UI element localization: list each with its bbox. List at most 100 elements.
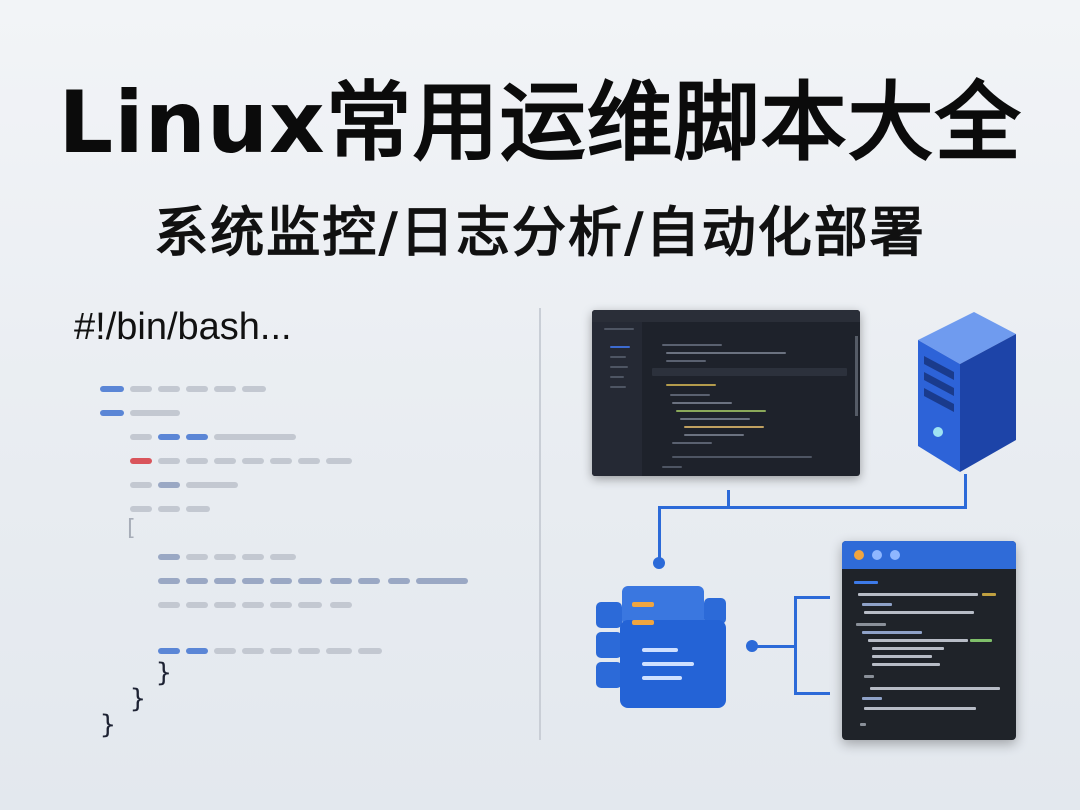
- code-close-brace: }: [156, 658, 172, 688]
- connector-line: [964, 474, 967, 508]
- connector-node: [746, 640, 758, 652]
- code-token: [270, 554, 296, 560]
- code-token: [130, 386, 152, 392]
- code-token: [270, 602, 292, 608]
- connector-line: [794, 596, 830, 599]
- connector-line: [794, 692, 830, 695]
- code-token: [270, 578, 292, 584]
- code-token: [186, 386, 208, 392]
- editor-line: [662, 466, 682, 468]
- code-token: [186, 602, 208, 608]
- terminal-line: [864, 611, 974, 614]
- code-token: [242, 458, 264, 464]
- code-token: [158, 458, 180, 464]
- editor-line: [666, 384, 716, 386]
- terminal-line: [862, 697, 882, 700]
- code-token: [186, 506, 210, 512]
- window-dot-icon: [854, 550, 864, 560]
- code-token: [186, 482, 238, 488]
- code-token: [298, 602, 322, 608]
- terminal-line: [864, 675, 874, 678]
- code-editor-window-icon: [592, 310, 860, 476]
- editor-line: [680, 418, 750, 420]
- code-token: [100, 410, 124, 416]
- page-title: Linux常用运维脚本大全: [58, 73, 1022, 173]
- code-token: [214, 578, 236, 584]
- vertical-divider: [539, 308, 541, 740]
- editor-line: [672, 402, 732, 404]
- connector-line: [658, 506, 661, 560]
- code-token: [298, 578, 322, 584]
- editor-line: [604, 328, 634, 330]
- code-token: [214, 434, 296, 440]
- editor-line: [672, 442, 712, 444]
- connector-line: [727, 490, 730, 508]
- code-token: [100, 386, 124, 392]
- editor-scrollbar: [855, 336, 858, 416]
- code-token: [358, 578, 380, 584]
- code-token: [298, 458, 320, 464]
- code-token: [326, 458, 352, 464]
- terminal-line: [862, 603, 892, 606]
- terminal-line: [854, 581, 878, 584]
- code-token: [130, 434, 152, 440]
- shebang-line: #!/bin/bash...: [74, 306, 292, 348]
- editor-line: [684, 426, 764, 428]
- code-token: [214, 458, 236, 464]
- editor-line: [610, 386, 626, 388]
- terminal-line: [872, 663, 940, 666]
- code-token: [242, 578, 264, 584]
- code-token: [242, 602, 264, 608]
- editor-line: [676, 410, 766, 412]
- code-token: [416, 578, 468, 584]
- terminal-line: [864, 707, 976, 710]
- code-token: [130, 482, 152, 488]
- code-token: [330, 578, 352, 584]
- code-close-brace: }: [130, 684, 146, 714]
- server-tower-icon: [918, 312, 1016, 472]
- terminal-line: [870, 687, 1000, 690]
- code-token: [158, 602, 180, 608]
- code-token: [242, 554, 264, 560]
- code-token: [158, 434, 180, 440]
- code-token: [242, 386, 266, 392]
- terminal-line: [970, 639, 992, 642]
- connector-line: [658, 506, 967, 509]
- code-token: [330, 602, 352, 608]
- code-token: [186, 554, 208, 560]
- editor-line: [684, 434, 744, 436]
- editor-menu-bar: [592, 310, 860, 322]
- code-token-error: [130, 458, 152, 464]
- editor-line: [610, 356, 626, 358]
- terminal-line: [868, 639, 968, 642]
- code-token: [186, 578, 208, 584]
- editor-line: [610, 346, 630, 348]
- code-token: [158, 386, 180, 392]
- page-subtitle: 系统监控/日志分析/自动化部署: [154, 201, 926, 264]
- code-token: [298, 648, 320, 654]
- code-token: [358, 648, 382, 654]
- code-close-brace: }: [100, 710, 116, 740]
- code-token: [242, 648, 264, 654]
- connector-line: [794, 596, 797, 694]
- code-token: [158, 482, 180, 488]
- editor-line: [666, 360, 706, 362]
- terminal-line: [872, 647, 944, 650]
- code-token: [214, 554, 236, 560]
- terminal-line: [858, 593, 978, 596]
- code-token: [186, 648, 208, 654]
- code-token: [158, 506, 180, 512]
- editor-line: [610, 366, 628, 368]
- code-token: [130, 506, 152, 512]
- code-token: [186, 458, 208, 464]
- terminal-line: [982, 593, 996, 596]
- terminal-line: [862, 631, 922, 634]
- terminal-window-icon: [842, 541, 1016, 740]
- code-token: [158, 578, 180, 584]
- code-token: [186, 434, 208, 440]
- terminal-title-bar: [842, 541, 1016, 569]
- code-open-bracket: [: [124, 516, 138, 541]
- editor-line: [652, 368, 847, 376]
- stacked-documents-icon: [596, 586, 726, 708]
- code-token: [326, 648, 352, 654]
